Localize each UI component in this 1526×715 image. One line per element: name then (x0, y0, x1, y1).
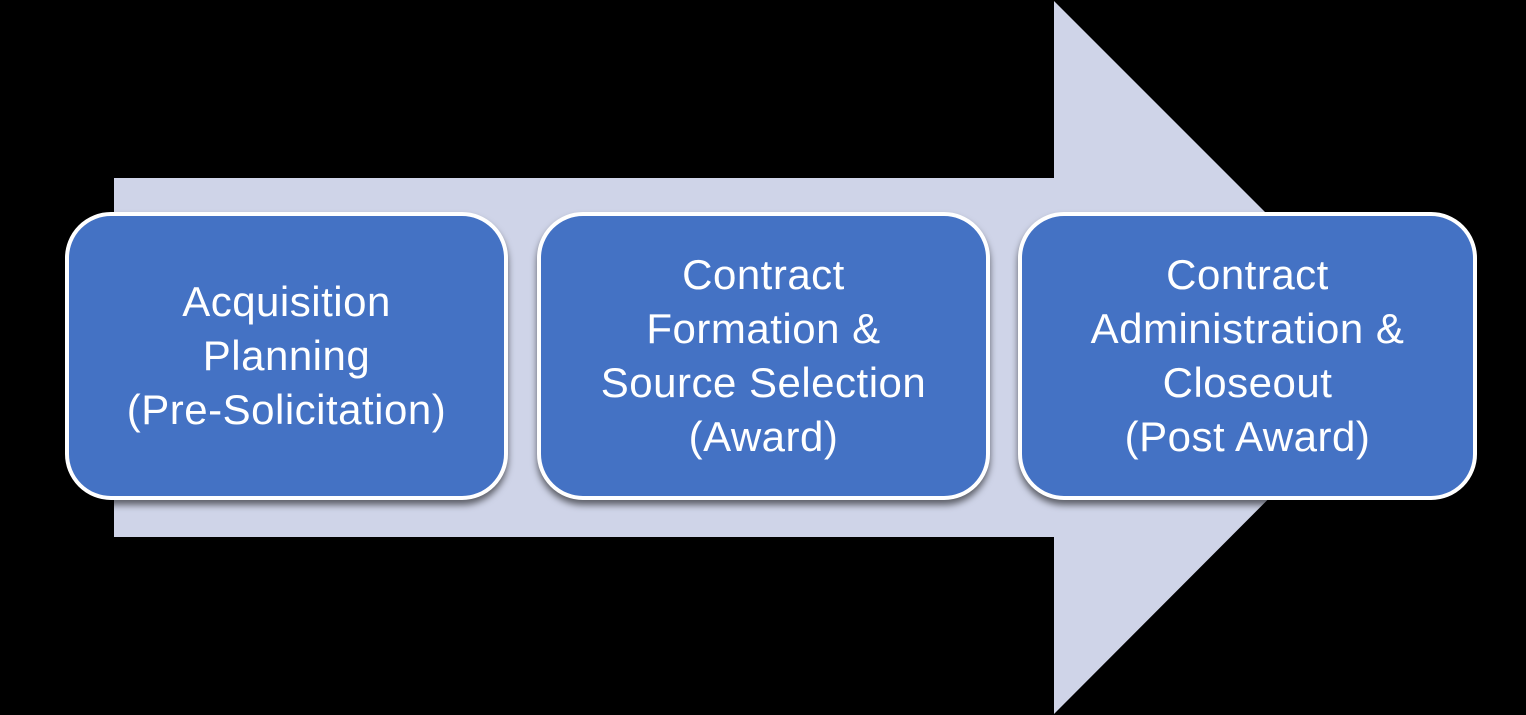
stage-box-contract-formation-source-selection: Contract Formation & Source Selection (A… (537, 212, 990, 500)
stage-label-acquisition-planning: Acquisition Planning (Pre-Solicitation) (126, 278, 447, 433)
stage-box-acquisition-planning: Acquisition Planning (Pre-Solicitation) (65, 212, 508, 500)
stage-label-contract-administration-closeout: Contract Administration & Closeout (Post… (1090, 251, 1405, 460)
stage-box-contract-administration-closeout: Contract Administration & Closeout (Post… (1018, 212, 1477, 500)
stage-label-contract-formation-source-selection: Contract Formation & Source Selection (A… (600, 251, 927, 460)
